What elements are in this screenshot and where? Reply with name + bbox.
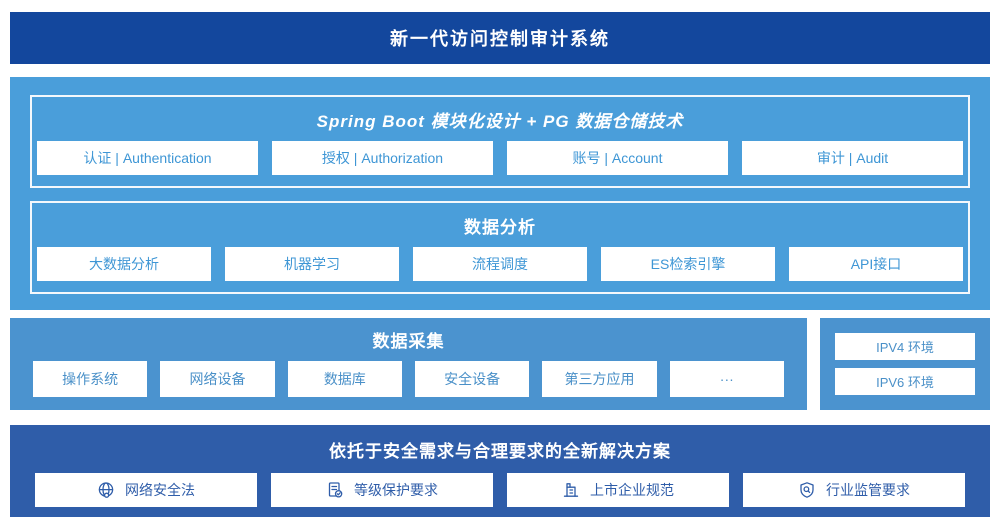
- collection-section: 数据采集 操作系统 网络设备 数据库 安全设备 第三方应用 ···: [10, 318, 807, 410]
- solution-title: 依托于安全需求与合理要求的全新解决方案: [329, 442, 671, 461]
- collection-box-network-device: 网络设备: [160, 361, 275, 397]
- solution-box-label: 网络安全法: [125, 482, 195, 498]
- modules-panel-title: Spring Boot 模块化设计 + PG 数据仓储技术: [316, 111, 684, 131]
- solution-box-label: 行业监管要求: [826, 482, 910, 498]
- module-box-audit: 审计 | Audit: [742, 141, 963, 175]
- solution-box-label: 上市企业规范: [590, 482, 674, 498]
- building-icon: [562, 481, 580, 499]
- modules-row: 认证 | Authentication 授权 | Authorization 账…: [32, 141, 968, 186]
- globe-icon: [97, 481, 115, 499]
- document-check-icon: [326, 481, 344, 499]
- module-box-account: 账号 | Account: [507, 141, 728, 175]
- collection-box-database: 数据库: [287, 361, 402, 397]
- collection-row: 操作系统 网络设备 数据库 安全设备 第三方应用 ···: [10, 352, 807, 397]
- solution-box-cybersecurity-law: 网络安全法: [35, 473, 257, 507]
- modules-panel: Spring Boot 模块化设计 + PG 数据仓储技术 认证 | Authe…: [30, 95, 970, 188]
- analysis-box-ml: 机器学习: [225, 247, 399, 281]
- solution-box-industry-regulation: 行业监管要求: [743, 473, 965, 507]
- analysis-box-es: ES检索引擎: [601, 247, 775, 281]
- module-box-authorization: 授权 | Authorization: [272, 141, 493, 175]
- analysis-box-api: API接口: [789, 247, 963, 281]
- collection-title: 数据采集: [372, 332, 445, 351]
- collection-box-security-device: 安全设备: [414, 361, 530, 397]
- header-bar: 新一代访问控制审计系统: [10, 12, 990, 64]
- solution-box-label: 等级保护要求: [354, 482, 438, 498]
- solution-row: 网络安全法 等级保护要求: [10, 462, 990, 507]
- shield-search-icon: [798, 481, 816, 499]
- solution-box-classified-protection: 等级保护要求: [271, 473, 493, 507]
- module-box-authentication: 认证 | Authentication: [37, 141, 258, 175]
- collection-box-os: 操作系统: [33, 361, 148, 397]
- solution-section: 依托于安全需求与合理要求的全新解决方案 网络安全法: [10, 425, 990, 517]
- analysis-panel-title: 数据分析: [464, 217, 536, 237]
- analysis-panel: 数据分析 大数据分析 机器学习 流程调度 ES检索引擎 API接口: [30, 201, 970, 294]
- env-box-ipv4: IPV4 环境: [835, 333, 975, 360]
- page-title: 新一代访问控制审计系统: [390, 29, 610, 49]
- collection-box-ellipsis: ···: [669, 361, 784, 397]
- analysis-box-scheduling: 流程调度: [413, 247, 587, 281]
- platform-section: Spring Boot 模块化设计 + PG 数据仓储技术 认证 | Authe…: [10, 77, 990, 310]
- solution-box-listed-company: 上市企业规范: [507, 473, 729, 507]
- analysis-row: 大数据分析 机器学习 流程调度 ES检索引擎 API接口: [32, 247, 968, 292]
- environment-section: IPV4 环境 IPV6 环境: [820, 318, 990, 410]
- analysis-box-bigdata: 大数据分析: [37, 247, 211, 281]
- collection-box-thirdparty: 第三方应用: [542, 361, 657, 397]
- env-box-ipv6: IPV6 环境: [835, 368, 975, 395]
